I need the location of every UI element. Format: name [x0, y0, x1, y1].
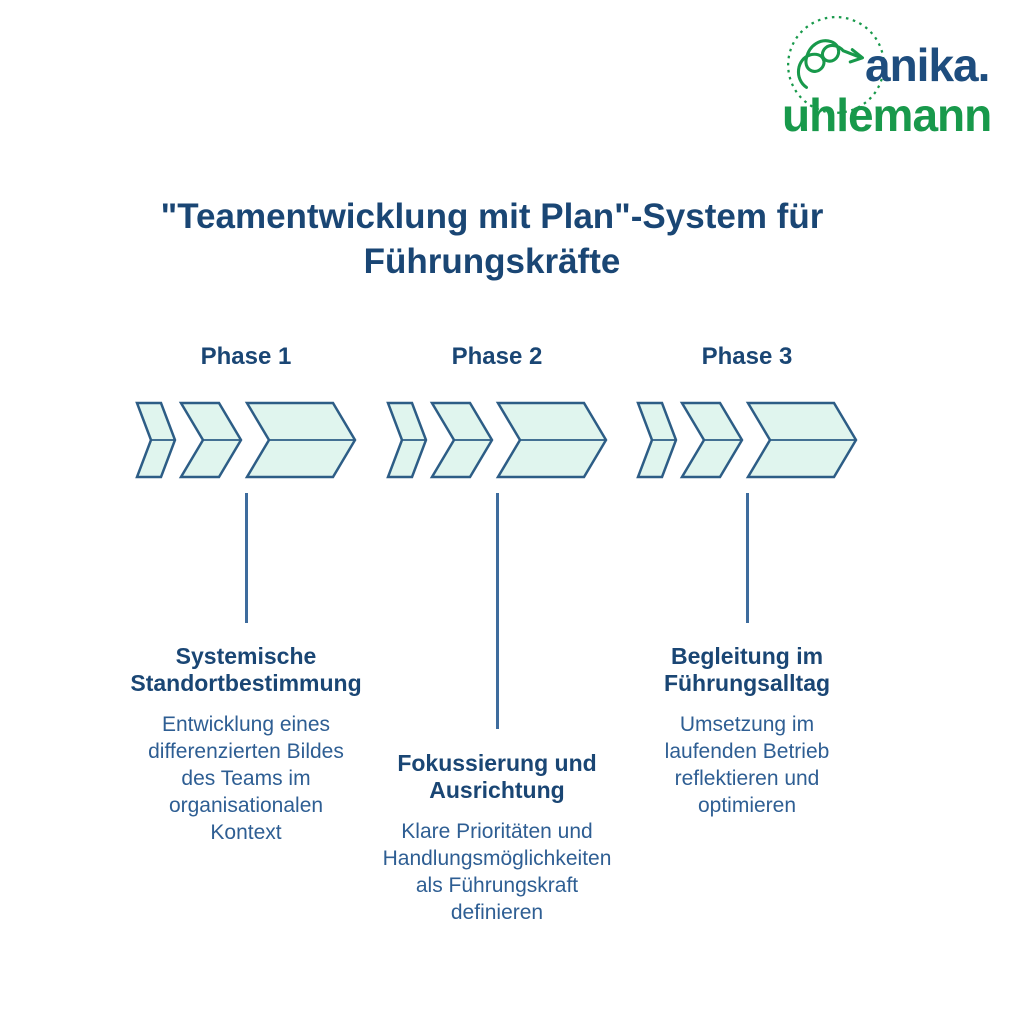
phase-2-label: Phase 2	[451, 343, 543, 370]
phase-1-description: Entwicklung eines differenzierten Bildes…	[148, 713, 344, 844]
phase-chevrons-icon	[386, 401, 608, 479]
phase-3-connector-line	[746, 493, 749, 623]
logo-word-anika: anika.	[865, 39, 990, 91]
phase-chevrons-icon	[135, 401, 357, 479]
phase-2-description: Klare Prioritäten und Handlungsmöglichke…	[382, 820, 612, 924]
brand-logo: anika. uhlemann	[762, 8, 1012, 148]
page-title: "Teamentwicklung mit Plan"-System für Fü…	[160, 197, 824, 281]
phase-3-label: Phase 3	[701, 343, 793, 370]
phase-3-description: Umsetzung im laufenden Betrieb reflektie…	[664, 713, 830, 817]
phase-1-connector-line	[245, 493, 248, 623]
phase-1-label: Phase 1	[200, 343, 292, 370]
phase-1-column: Phase 1 Systemische Standortbestimmung E…	[126, 343, 366, 943]
phase-2-connector-line	[496, 493, 499, 729]
phase-chevrons-icon	[636, 401, 858, 479]
phase-3-column: Phase 3 Begleitung im Führungsalltag Ums…	[627, 343, 867, 943]
phase-2-heading: Fokussierung und Ausrichtung	[397, 750, 597, 803]
phase-3-heading: Begleitung im Führungsalltag	[663, 643, 831, 696]
phase-1-heading: Systemische Standortbestimmung	[130, 643, 362, 696]
swirl-arrow-icon	[787, 15, 885, 114]
logo-word-uhlemann: uhlemann	[782, 89, 992, 141]
phase-2-column: Phase 2 Fokussierung und Ausrichtung Kla…	[377, 343, 617, 943]
